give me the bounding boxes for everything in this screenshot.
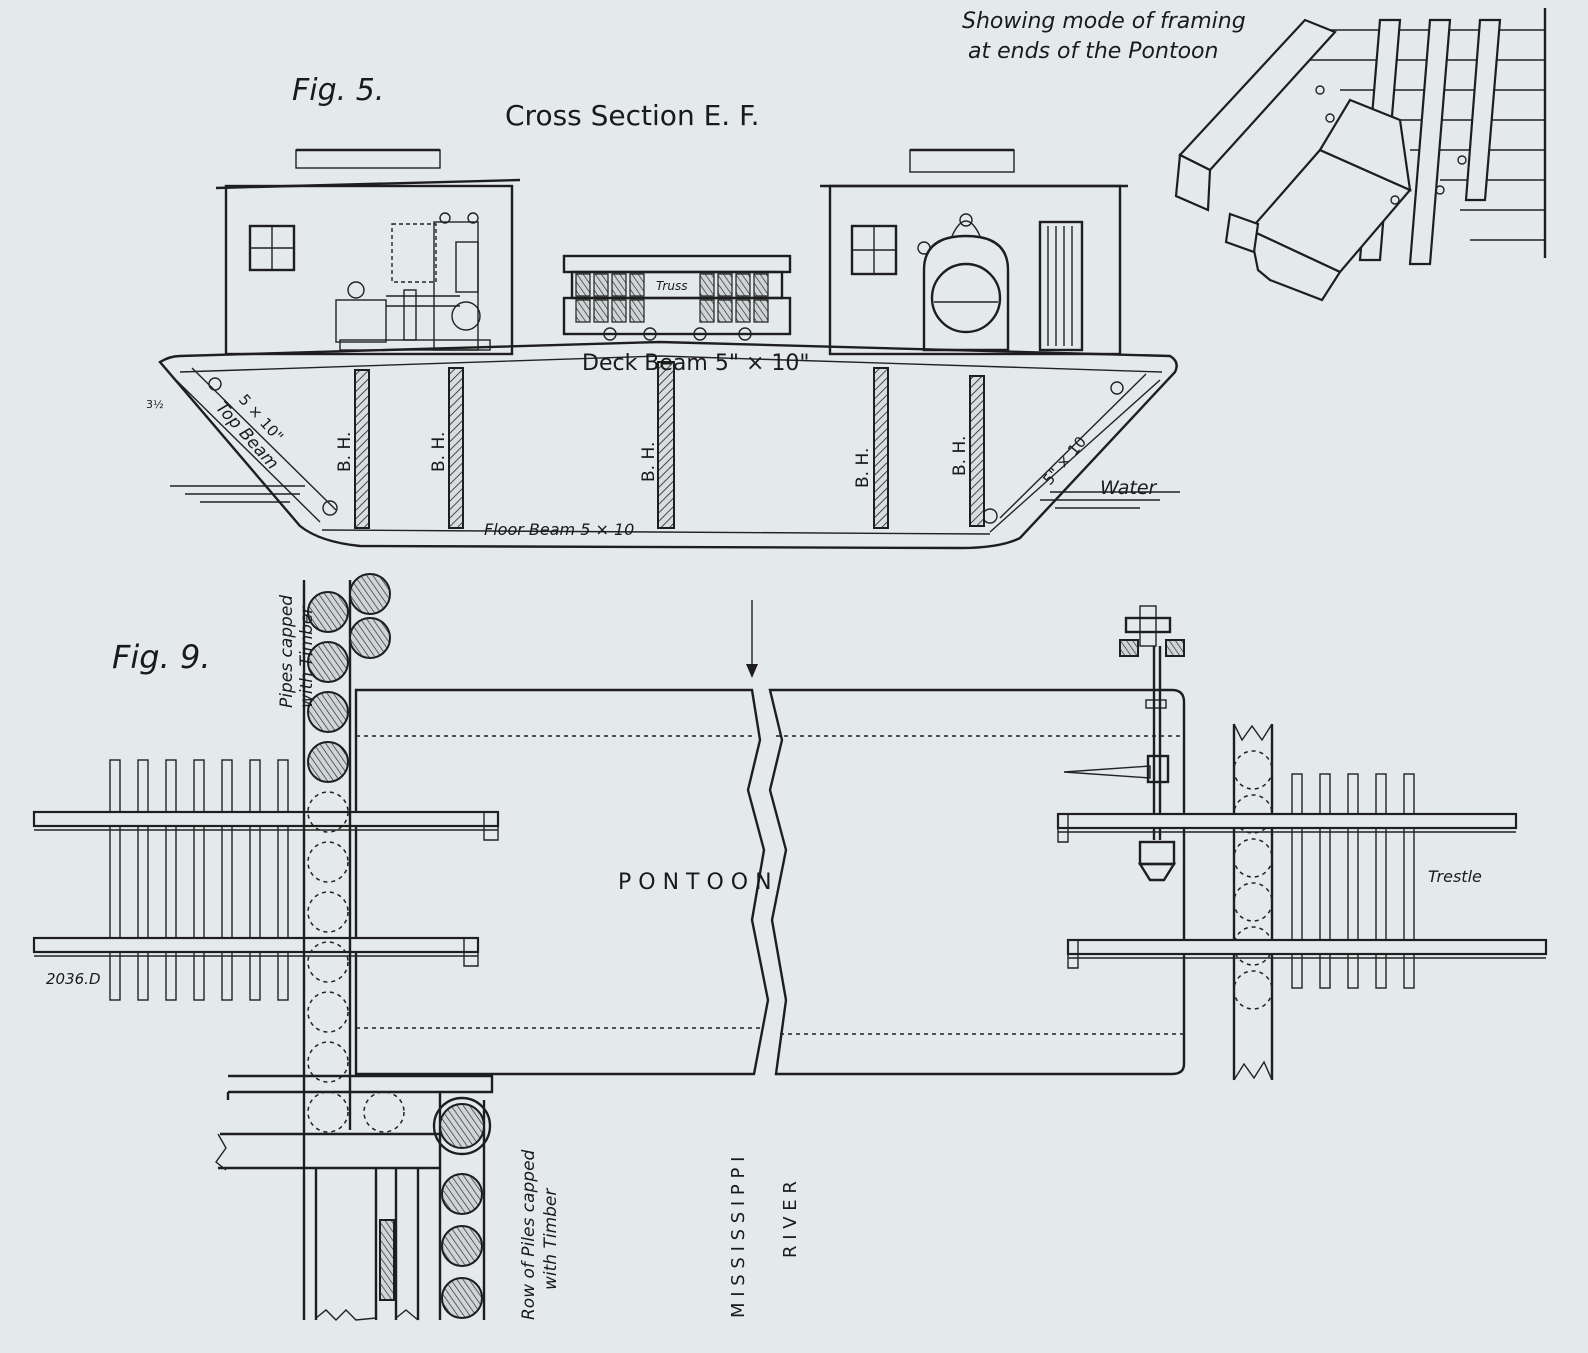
bulkhead-label-3: B. H. xyxy=(639,442,659,482)
fig5-subtitle: Cross Section E. F. xyxy=(505,99,760,132)
river-label-line2: R I V E R xyxy=(780,1181,801,1258)
trestle-label: Trestle xyxy=(1428,867,1482,886)
truss: Truss xyxy=(562,254,792,341)
left-pipe-column: Pipes capped with Timber xyxy=(277,573,405,1320)
piles-label-line1: Row of Piles capped xyxy=(519,1149,539,1320)
truss-label: Truss xyxy=(656,279,687,293)
framing-caption-line1: Showing mode of framing xyxy=(962,9,1246,34)
pontoon-label: P O N T O O N xyxy=(618,870,772,895)
pipes-label-line1: Pipes capped xyxy=(277,595,297,708)
framing-caption-line2: at ends of the Pontoon xyxy=(968,39,1218,64)
bulkhead-5 xyxy=(969,375,985,527)
bulkhead-1 xyxy=(354,369,370,529)
right-beam-size-label: 5" × 10 xyxy=(1039,433,1090,489)
fig5-title: Fig. 5. xyxy=(292,73,384,108)
left-cabin xyxy=(215,148,521,356)
fig5-cross-section: Fig. 5. Cross Section E. F. xyxy=(146,73,1180,550)
framing-detail: Showing mode of framing at ends of the P… xyxy=(962,8,1547,302)
bulkhead-2 xyxy=(448,367,464,529)
right-track: Trestle xyxy=(1056,773,1548,989)
bulkhead-4 xyxy=(873,367,889,529)
floor-beam-label: Floor Beam 5 × 10 xyxy=(484,520,634,539)
right-mechanism xyxy=(1063,605,1185,882)
bulkhead-label-5: B. H. xyxy=(950,436,970,476)
piles-label-line2: with Timber xyxy=(541,1188,561,1290)
right-pipe-column xyxy=(1232,723,1274,1081)
deck-beam-label: Deck Beam 5" × 10" xyxy=(582,351,810,376)
pontoon-hull xyxy=(158,340,1178,550)
bulkhead-label-1: B. H. xyxy=(335,432,355,472)
right-cabin xyxy=(820,148,1128,356)
right-cabin-door xyxy=(1038,220,1084,352)
left-track: 2036.D xyxy=(32,759,500,1001)
drawing-number: 2036.D xyxy=(46,970,101,988)
small-dimension-label: 3½ xyxy=(146,398,164,411)
bulkhead-3 xyxy=(657,361,675,529)
fig9-plan: Fig. 9. P O N T O O N xyxy=(32,573,1548,1321)
bulkhead-label-2: B. H. xyxy=(429,432,449,472)
bulkheads: B. H. B. H. B. H. B. H. B. H. xyxy=(335,361,985,529)
river-label-line1: M I S S I S S I P P I xyxy=(728,1157,749,1318)
bulkhead-label-4: B. H. xyxy=(853,448,873,488)
pipes-label-line2: with Timber xyxy=(297,606,317,708)
water-label: Water xyxy=(1100,477,1158,499)
bottom-left-timbers: Row of Piles capped with Timber xyxy=(215,1074,561,1321)
fig9-title: Fig. 9. xyxy=(112,638,210,676)
pontoon-plan: P O N T O O N xyxy=(354,600,1186,1076)
